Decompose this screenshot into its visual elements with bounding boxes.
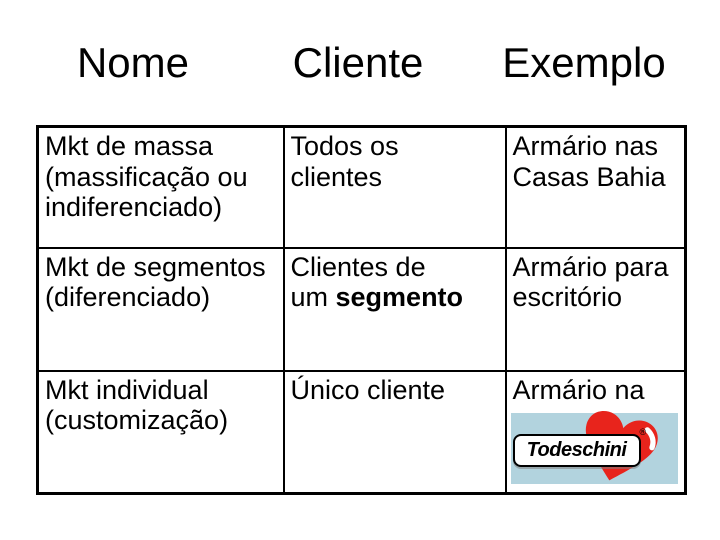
todeschini-logo: Todeschini ®	[510, 410, 678, 484]
cell-unico-cliente: Único cliente	[282, 369, 507, 495]
cell-mkt-individual: Mkt individual (customização)	[36, 369, 285, 495]
table-row: Mkt individual (customização) Único clie…	[36, 369, 687, 495]
table-row: Mkt de massa (massificação ou indiferenc…	[36, 125, 687, 249]
cell-mkt-segmentos: Mkt de segmentos (diferenciado)	[36, 246, 285, 372]
cell-text: Clientes de um	[290, 251, 426, 313]
cell-mkt-massa: Mkt de massa (massificação ou indiferenc…	[36, 125, 285, 249]
cell-clientes-segmento: Clientes de um segmento	[282, 246, 507, 372]
cell-text-bold: segmento	[335, 282, 464, 312]
cell-armario-todeschini: Armário na Todeschini ®	[504, 369, 687, 495]
column-header-nome: Nome	[76, 39, 190, 86]
cell-text: Armário na	[512, 374, 645, 405]
todeschini-wordmark: Todeschini	[526, 438, 627, 461]
column-header-exemplo: Exemplo	[502, 39, 666, 86]
registered-trademark-icon: ®	[639, 426, 647, 437]
cell-armario-casas-bahia: Armário nas Casas Bahia	[504, 125, 687, 249]
table-row: Mkt de segmentos (diferenciado) Clientes…	[36, 246, 687, 372]
column-header-cliente: Cliente	[292, 39, 424, 86]
todeschini-wordmark-plate: Todeschini	[512, 433, 641, 467]
cell-todos-clientes: Todos os clientes	[282, 125, 507, 249]
cell-armario-escritorio: Armário para escritório	[504, 246, 687, 372]
marketing-types-table: Mkt de massa (massificação ou indiferenc…	[36, 125, 687, 495]
